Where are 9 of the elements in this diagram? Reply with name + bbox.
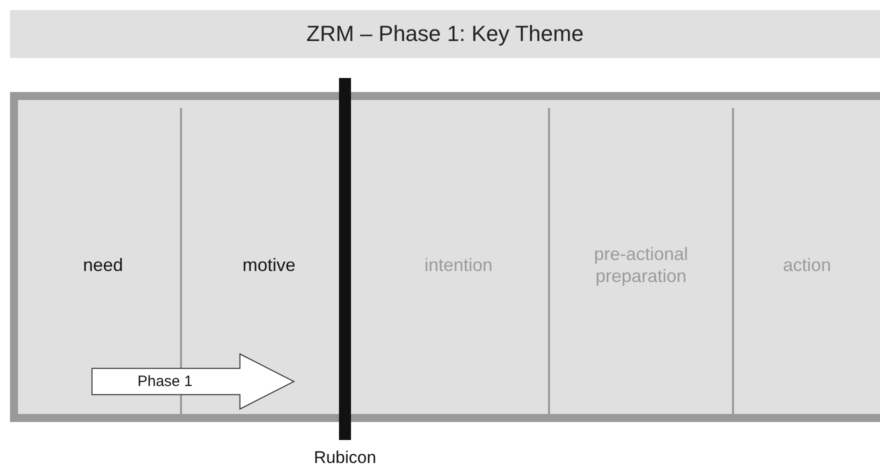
stage-label: action bbox=[782, 254, 832, 276]
phase-frame bbox=[10, 92, 880, 422]
rubicon-label: Rubicon bbox=[312, 448, 378, 468]
stage-label: intention bbox=[423, 254, 494, 276]
stage-label: motive bbox=[241, 254, 296, 276]
stage-label: need bbox=[82, 254, 124, 276]
phase-label: Phase 1 bbox=[136, 372, 194, 390]
stage-label: pre-actional preparation bbox=[592, 243, 690, 287]
title-band: ZRM – Phase 1: Key Theme bbox=[10, 10, 880, 58]
